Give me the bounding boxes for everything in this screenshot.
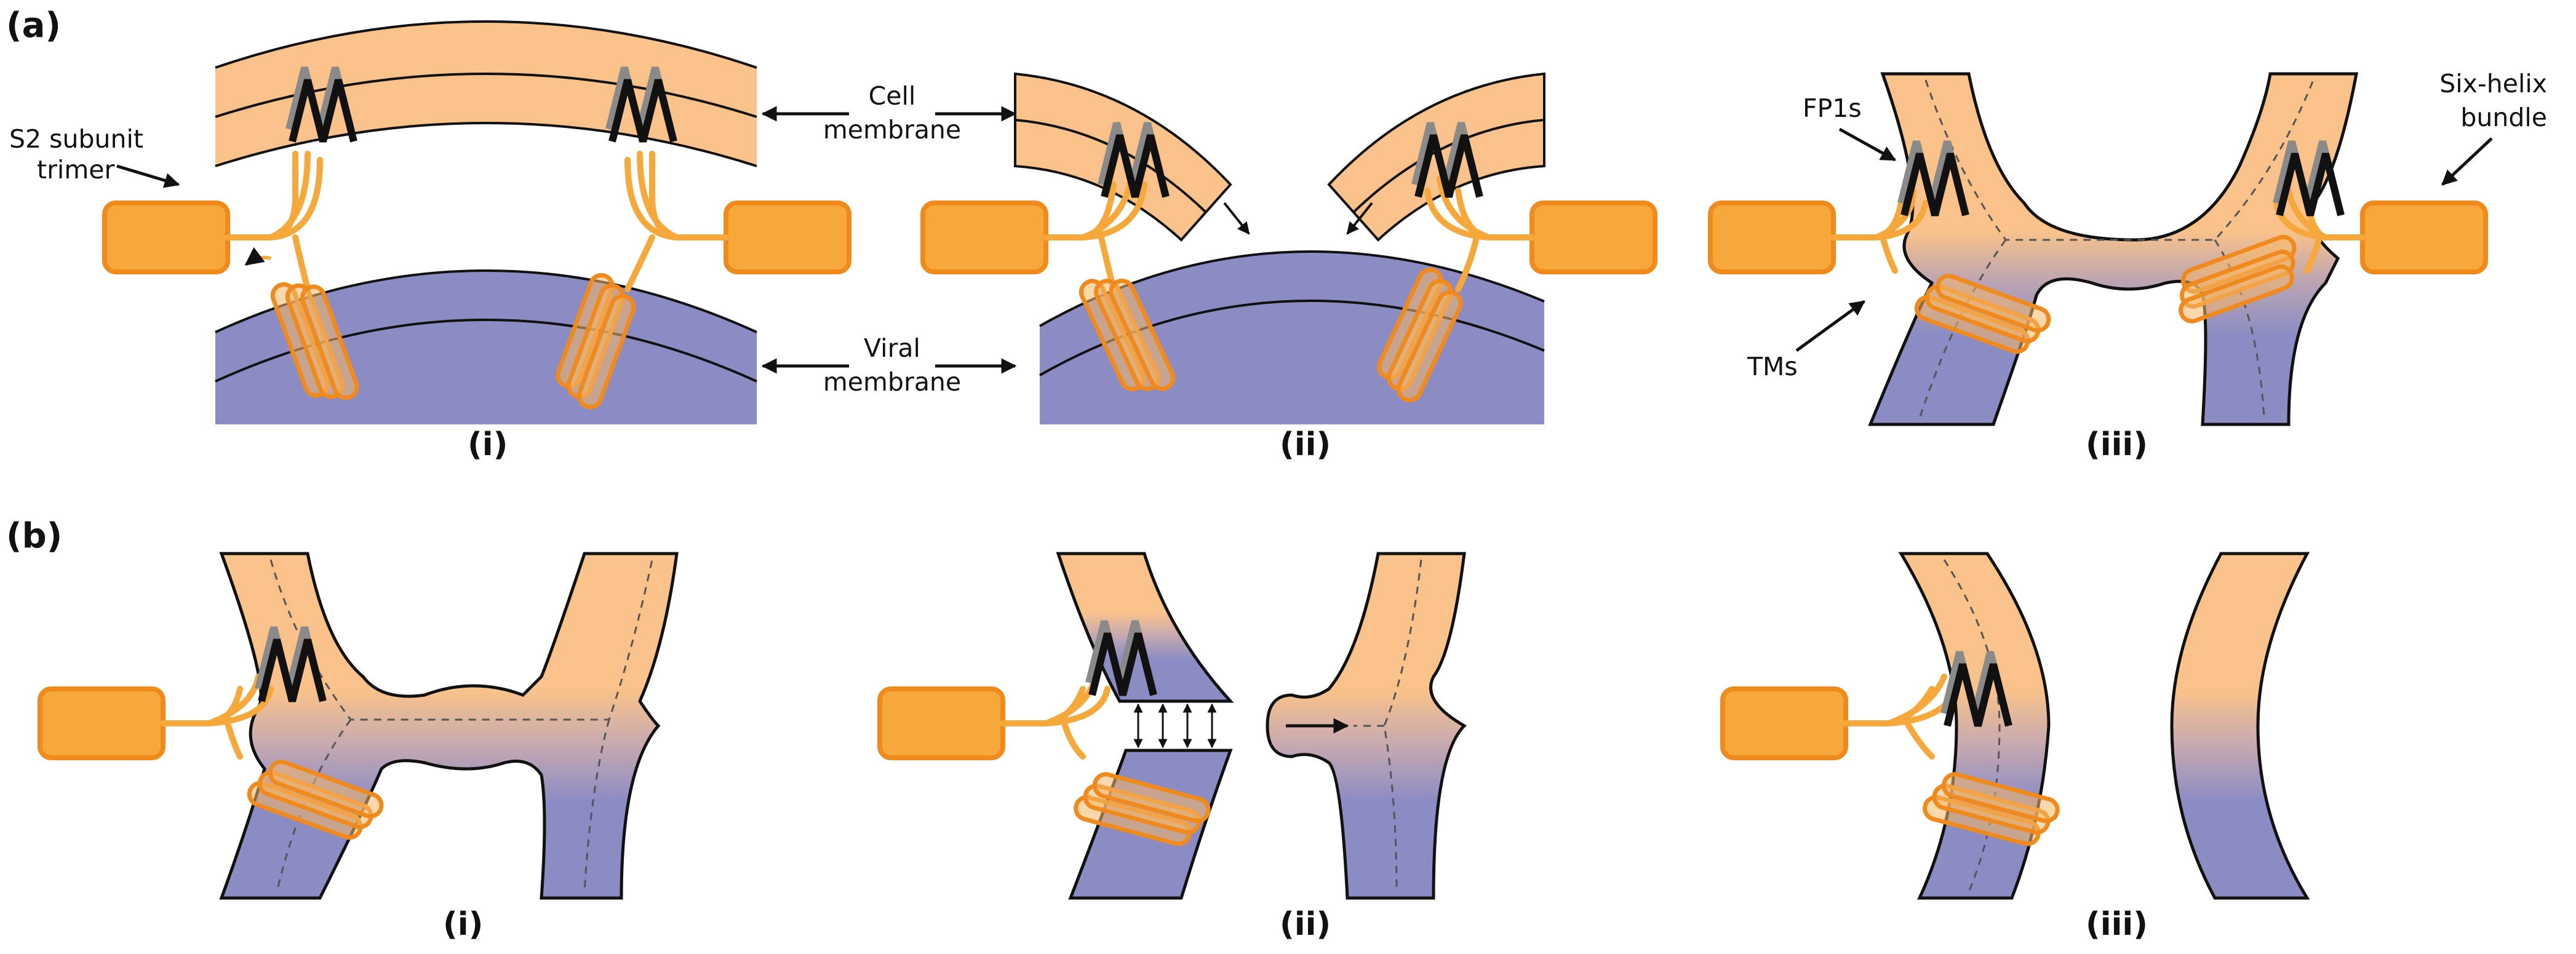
subpanel-b-ii: (ii): [1280, 906, 1331, 943]
panel-b-ii: (ii): [880, 552, 1467, 943]
s2-head: [880, 689, 1003, 758]
panel-b-label: (b): [6, 516, 62, 556]
s2-head: [2363, 203, 2486, 272]
panel-a-ii: (ii): [923, 72, 1655, 463]
panel-b-iii: (iii): [1723, 552, 2310, 943]
subpanel-a-ii: (ii): [1280, 426, 1331, 463]
fused-membrane-right: [2170, 552, 2310, 900]
six-helix-label-1: Six-helix: [2439, 69, 2547, 98]
pore-arrows: [1133, 703, 1217, 749]
s2-label-1: S2 subunit: [9, 124, 143, 154]
cell-membrane-label-1: Cell: [869, 81, 916, 111]
six-helix-label-2: bundle: [2460, 103, 2547, 132]
s2-head: [726, 203, 849, 272]
s2-head: [923, 203, 1046, 272]
annotations-a-iii: FP1s Six-helix bundle TMs: [1747, 69, 2547, 381]
subpanel-a-i: (i): [468, 426, 508, 463]
viral-membrane-label-1: Viral: [864, 333, 920, 363]
subpanel-b-i: (i): [443, 906, 483, 943]
s2-label-2: trimer: [37, 155, 114, 185]
annotations-a: S2 subunit trimer Cell membrane Viral me…: [9, 81, 1017, 397]
cell-membrane-label-2: membrane: [823, 115, 961, 145]
s2-head: [1723, 689, 1846, 758]
cell-membrane-fragment: [1056, 552, 1234, 703]
panel-a-label: (a): [6, 6, 61, 46]
panel-a-iii: (iii): [1710, 72, 2486, 463]
s2-head: [1532, 203, 1655, 272]
tms-label: TMs: [1747, 352, 1798, 381]
subpanel-b-iii: (iii): [2086, 906, 2148, 943]
panel-b-i: (i): [40, 552, 679, 943]
s2-head: [105, 203, 228, 272]
s2-head: [1710, 203, 1833, 272]
panel-a-i: (i): [105, 20, 849, 463]
fp1s-label: FP1s: [1803, 93, 1862, 123]
viral-membrane-label-2: membrane: [823, 367, 961, 397]
subpanel-a-iii: (iii): [2086, 426, 2148, 463]
s2-head: [40, 689, 163, 758]
